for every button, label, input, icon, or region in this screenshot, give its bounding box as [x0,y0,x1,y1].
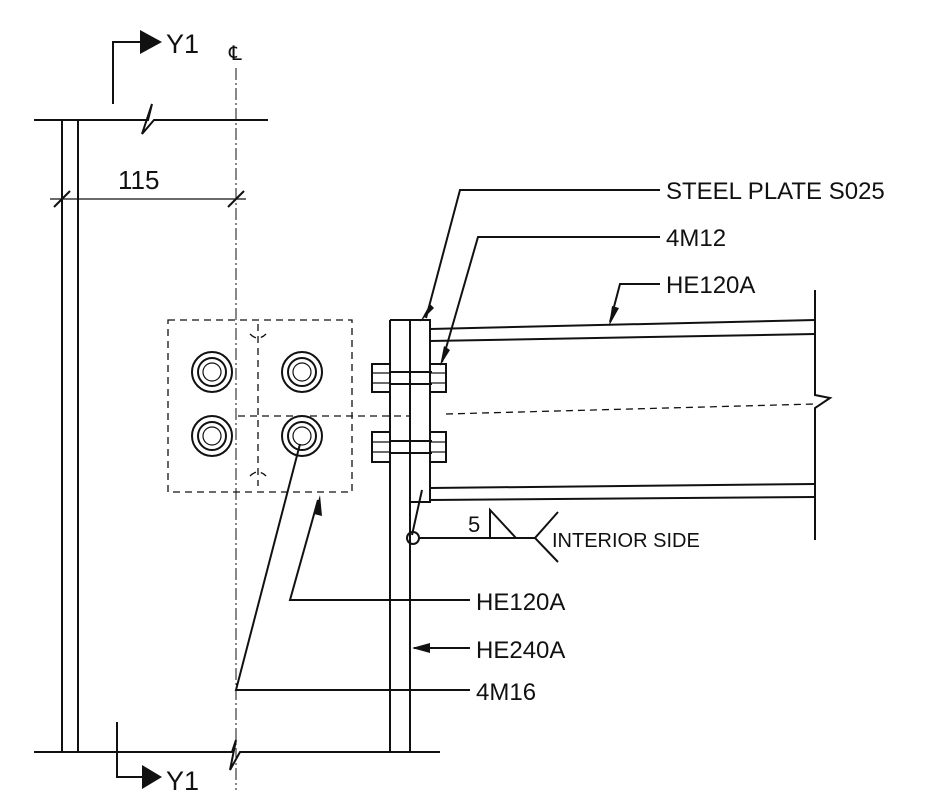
weld-size: 5 [468,512,480,537]
section-mark-top-label: Y1 [166,29,199,59]
beam-he120a [429,290,833,540]
leader-he120a-stub: HE120A [288,495,565,616]
bolt-group-4m16 [191,351,323,457]
weld-symbol: 5 INTERIOR SIDE [406,489,700,563]
bolt-m16 [191,415,233,457]
dimension-115: 115 [50,165,246,208]
bolt-m12 [371,363,447,393]
weld-note: INTERIOR SIDE [552,530,700,552]
section-arrow-bottom-icon [142,765,162,789]
bolt-m16 [191,351,233,393]
label-he240a: HE240A [476,637,565,664]
leader-arrow-icon [420,304,434,322]
label-4m16: 4M16 [476,679,536,706]
leader-he120a-beam: HE120A [609,272,755,326]
leader-arrow-icon [412,643,430,653]
centerline-symbol: ℄ [228,43,242,65]
section-mark-bottom-label: Y1 [166,766,199,796]
label-steel-plate: STEEL PLATE S025 [666,178,885,205]
leader-arrow-icon [314,495,322,516]
bolt-m16 [281,351,323,393]
leader-arrow-icon [440,346,450,366]
section-mark-top: Y1 [112,29,199,104]
bolt-group-4m12 [371,363,447,463]
leader-4m12: 4M12 [440,225,726,366]
steel-plate-s025 [409,319,431,503]
leader-steel-plate: STEEL PLATE S025 [420,178,885,322]
section-mark-bottom: Y1 [116,722,199,796]
label-4m12: 4M12 [666,225,726,252]
column-he240a [34,68,440,790]
section-arrow-top-icon [140,30,162,54]
label-he120a-beam: HE120A [666,272,755,299]
dimension-value: 115 [118,165,159,195]
leader-4m16: 4M16 [234,443,536,706]
bolt-m12 [371,431,447,463]
leader-arrow-icon [609,306,619,326]
bolt-m16 [281,415,323,457]
leader-he240a: HE240A [412,637,565,664]
label-he120a-stub: HE120A [476,589,565,616]
stub-he120a [167,319,410,493]
